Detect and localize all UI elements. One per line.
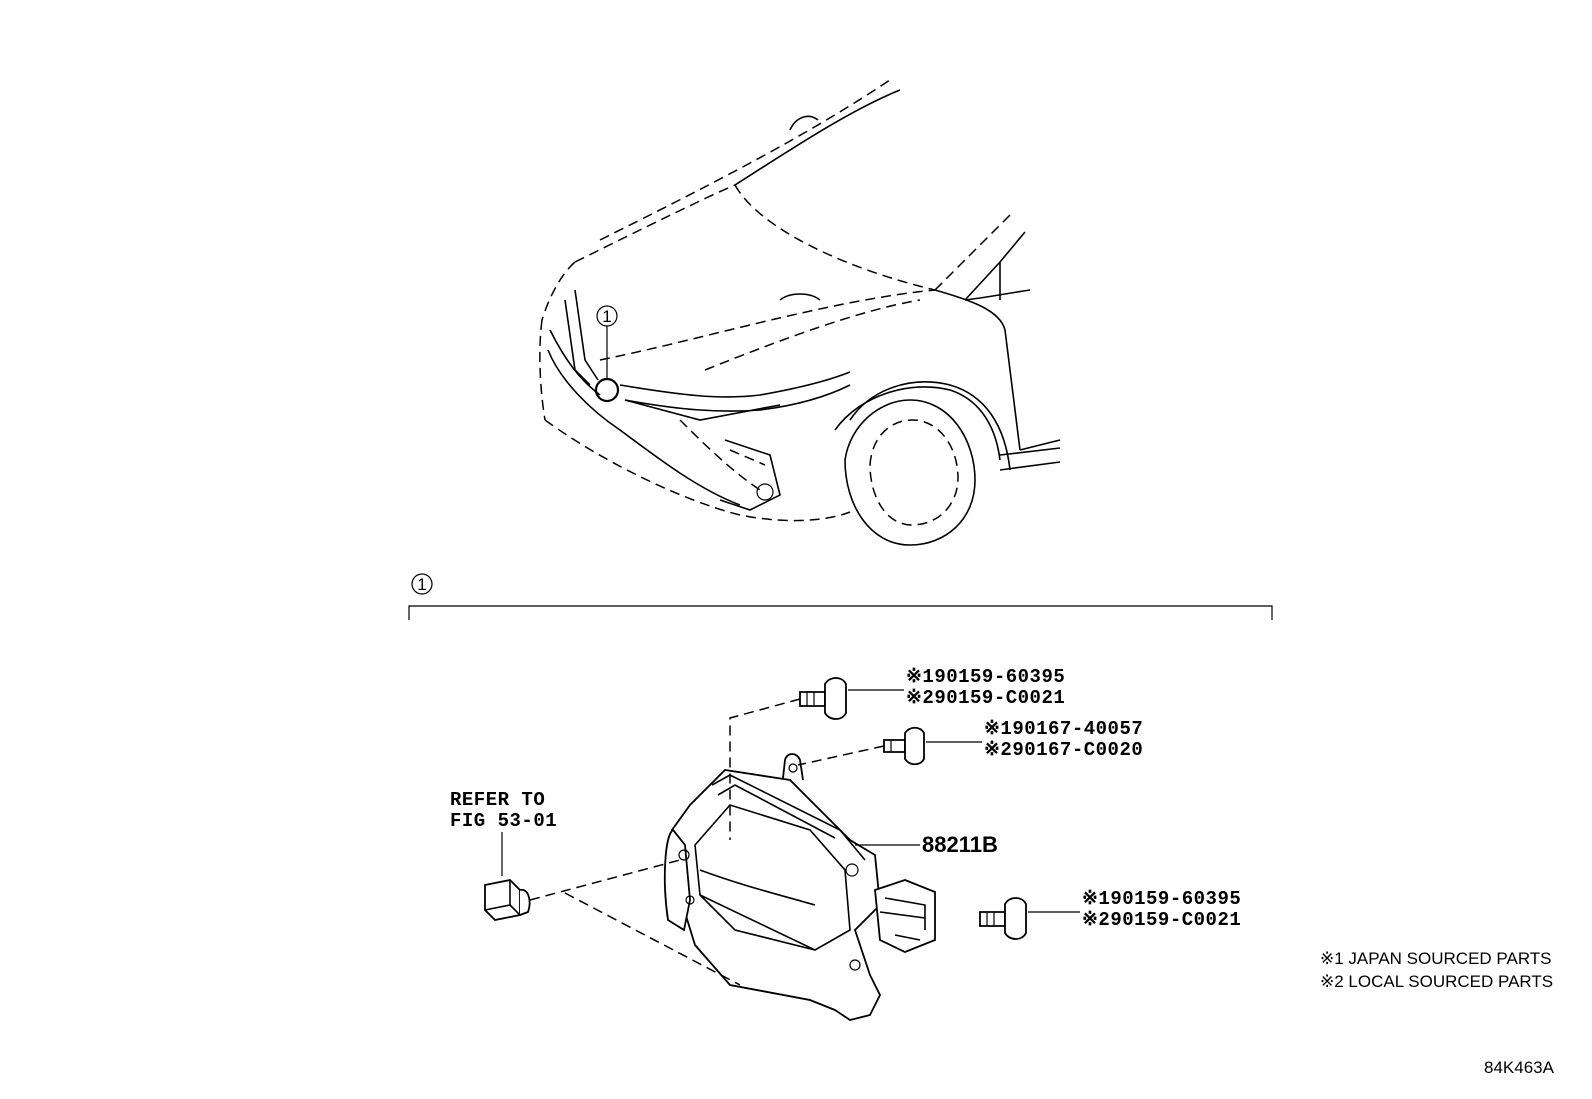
clip-reference-1: REFER TO bbox=[450, 789, 545, 811]
bolt-mid-part-1: ※190167-40057 bbox=[984, 718, 1143, 740]
legend-note-local: ※2 LOCAL SOURCED PARTS bbox=[1320, 972, 1553, 991]
bolt-top-part-2: ※290159-C0021 bbox=[906, 687, 1065, 709]
bolt-mid-part-2: ※290167-C0020 bbox=[984, 739, 1143, 761]
bolt-top bbox=[799, 677, 847, 720]
radar-sensor-assembly bbox=[663, 753, 936, 1021]
callout-number-top: 1 bbox=[602, 307, 611, 326]
callout-number-section: 1 bbox=[417, 575, 426, 594]
car-front-illustration bbox=[539, 79, 1061, 546]
figure-code: 84K463A bbox=[1484, 1058, 1555, 1077]
sensor-part-number: 88211B bbox=[922, 832, 998, 857]
bolt-middle bbox=[883, 726, 925, 766]
sensor-location-marker bbox=[594, 377, 620, 403]
bolt-bottom-part-2: ※290159-C0021 bbox=[1082, 909, 1241, 931]
bolt-top-part-1: ※190159-60395 bbox=[906, 666, 1065, 688]
callout-circle-section bbox=[411, 573, 433, 595]
bolt-bottom-part-1: ※190159-60395 bbox=[1082, 888, 1241, 910]
bolt-bottom bbox=[979, 897, 1027, 940]
clip-nut bbox=[484, 879, 531, 921]
clip-reference-2: FIG 53-01 bbox=[450, 810, 557, 832]
legend-note-japan: ※1 JAPAN SOURCED PARTS bbox=[1320, 949, 1552, 968]
car-callout: 1 bbox=[594, 305, 620, 403]
detail-section-bracket: 1 bbox=[408, 573, 1273, 620]
